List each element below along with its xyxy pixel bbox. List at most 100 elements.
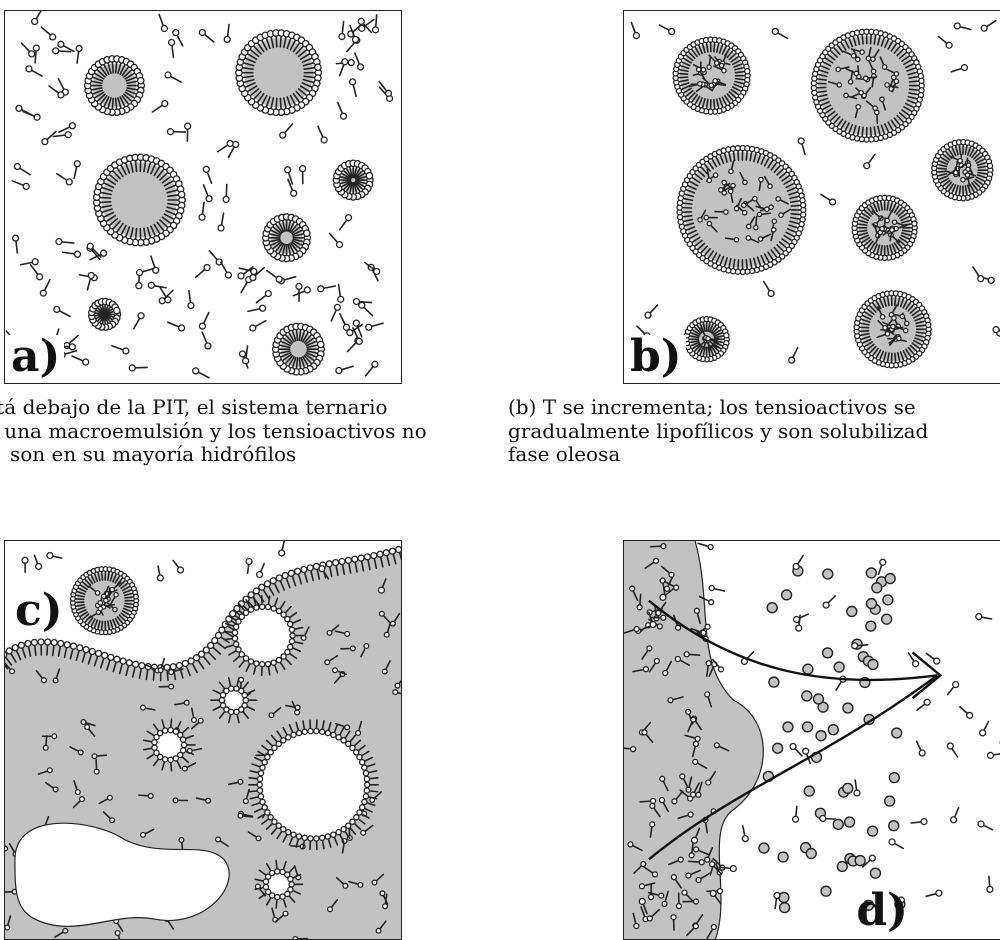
free-surfactant-tail — [984, 825, 993, 830]
interface-surfactant-tail — [959, 145, 960, 154]
interface-surfactant-tail — [862, 35, 863, 44]
free-surfactant-head — [854, 790, 860, 796]
solubilized-surfactant-head — [206, 798, 211, 803]
nano-droplet — [806, 848, 816, 858]
free-surfactant-head — [946, 42, 952, 48]
free-surfactant-head — [919, 750, 925, 756]
interface-surfactant-head — [302, 729, 307, 734]
free-surfactant-head — [300, 166, 306, 172]
solubilized-surfactant-head — [892, 316, 896, 320]
nano-droplet — [855, 856, 865, 866]
solubilized-surfactant-head — [80, 797, 85, 802]
solubilized-surfactant-head — [674, 585, 679, 590]
free-surfactant-tail — [353, 85, 356, 97]
free-surfactant-head — [913, 661, 919, 667]
interface-surfactant-head — [358, 555, 364, 561]
solubilized-surfactant-head — [345, 632, 350, 637]
solubilized-surfactant-head — [656, 610, 661, 615]
interface-surfactant-head — [114, 307, 120, 313]
nano-droplet — [843, 703, 853, 713]
free-surfactant-head — [65, 132, 71, 138]
free-surfactant-tail — [159, 15, 163, 26]
interface-surfactant-tail — [116, 62, 117, 73]
solubilized-surfactant-tail — [756, 217, 757, 226]
free-surfactant-head — [56, 239, 62, 245]
interface-surfactant-head — [296, 730, 301, 735]
free-surfactant-tail — [324, 286, 336, 288]
interface-surfactant-head — [264, 581, 270, 587]
solubilized-surfactant-head — [684, 652, 689, 657]
interface-surfactant-head — [229, 686, 234, 691]
interface-surfactant-head — [257, 782, 262, 787]
interface-surfactant-head — [275, 895, 280, 900]
oil-droplet — [273, 323, 325, 375]
free-surfactant-tail — [41, 27, 50, 35]
interface-surfactant-tail — [296, 330, 297, 341]
panel-c: c) — [4, 540, 402, 940]
solubilized-surfactant-head — [238, 813, 243, 818]
free-surfactant-tail — [45, 280, 50, 291]
solubilized-surfactant-head — [757, 212, 761, 216]
interface-surfactant-head — [362, 799, 367, 804]
free-surfactant-tail — [855, 780, 856, 790]
caption-a-line-3: son en su mayoría hidrófilos — [0, 443, 496, 467]
oil-phase — [624, 541, 763, 939]
solubilized-surfactant-head — [722, 68, 726, 72]
interface-surfactant-head — [254, 605, 259, 610]
free-surfactant-head — [54, 306, 60, 312]
solubilized-surfactant-head — [651, 798, 656, 803]
solubilized-surfactant-head — [699, 860, 704, 865]
free-surfactant-tail — [917, 741, 921, 750]
solubilized-surfactant-head — [691, 717, 696, 722]
solubilized-surfactant-head — [95, 591, 99, 595]
interface-surfactant-head — [354, 750, 359, 755]
free-surfactant-head — [199, 323, 205, 329]
interface-surfactant-head — [357, 754, 362, 759]
solubilized-surfactant-head — [698, 218, 702, 222]
solubilized-surfactant-head — [746, 236, 750, 240]
nano-droplet — [843, 783, 853, 793]
free-surfactant-head — [167, 129, 173, 135]
free-surfactant-head — [934, 658, 940, 664]
free-surfactant-head — [29, 51, 35, 57]
solubilized-surfactant-head — [642, 730, 647, 735]
free-surfactant-head — [830, 199, 836, 205]
solubilized-surfactant-head — [871, 69, 875, 73]
free-surfactant-head — [136, 283, 142, 289]
interface-surfactant-tail — [136, 229, 137, 240]
free-surfactant-tail — [743, 826, 745, 836]
interface-surfactant-head — [286, 735, 291, 740]
interface-surfactant-tail — [937, 171, 946, 172]
solubilized-surfactant-head — [75, 790, 80, 795]
interface-surfactant-head — [248, 607, 253, 612]
free-surfactant-tail — [63, 252, 75, 254]
interface-surfactant-head — [371, 553, 377, 559]
solubilized-surfactant-head — [81, 720, 86, 725]
free-surfactant-head — [69, 344, 75, 350]
solubilized-surfactant-head — [295, 710, 300, 715]
nano-droplet — [821, 886, 831, 896]
free-surfactant-head — [951, 817, 957, 823]
free-surfactant-head — [257, 572, 263, 578]
interface-surfactant-head — [801, 203, 806, 208]
free-surfactant-head — [22, 557, 28, 563]
interface-surfactant-head — [236, 619, 241, 624]
solubilized-surfactant-head — [885, 83, 889, 87]
interface-surfactant-head — [258, 771, 263, 776]
nano-droplet — [782, 590, 792, 600]
free-surfactant-head — [225, 272, 231, 278]
free-surfactant-head — [378, 587, 384, 593]
interface-surfactant-head — [253, 588, 259, 594]
solubilized-surfactant-head — [660, 776, 665, 781]
solubilized-surfactant-head — [719, 63, 723, 67]
free-surfactant-head — [346, 215, 352, 221]
interface-surfactant-head — [242, 692, 247, 697]
solubilized-surfactant-head — [688, 796, 693, 801]
panel-d-label: d) — [852, 889, 912, 933]
solubilized-surfactant-head — [769, 205, 773, 209]
free-surfactant-head — [162, 101, 168, 107]
interface-surfactant-head — [281, 738, 286, 743]
solubilized-surfactant-head — [104, 598, 108, 602]
solubilized-surfactant-head — [856, 57, 860, 61]
free-surfactant-tail — [340, 220, 347, 230]
